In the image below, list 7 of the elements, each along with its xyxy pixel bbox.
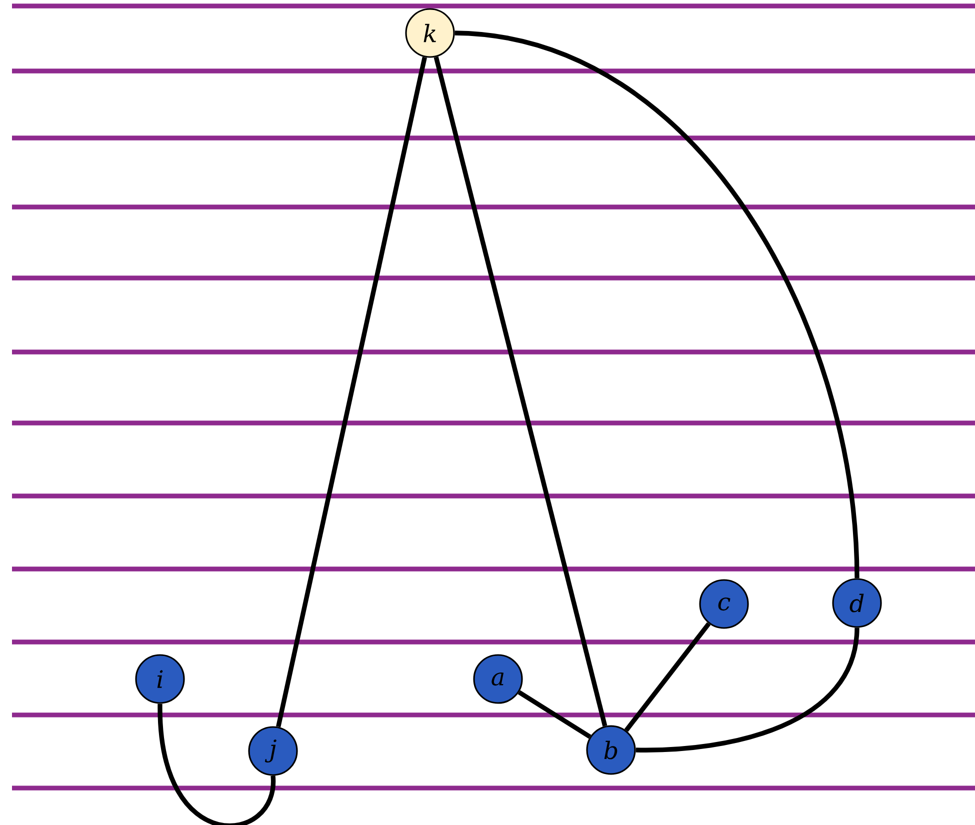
edge-line [624,622,711,732]
edge-line [518,690,592,739]
edge-line [636,628,860,752]
edge-line [158,704,276,825]
edge-line [434,56,608,727]
edge-line [454,30,860,578]
edge-line [276,56,427,728]
